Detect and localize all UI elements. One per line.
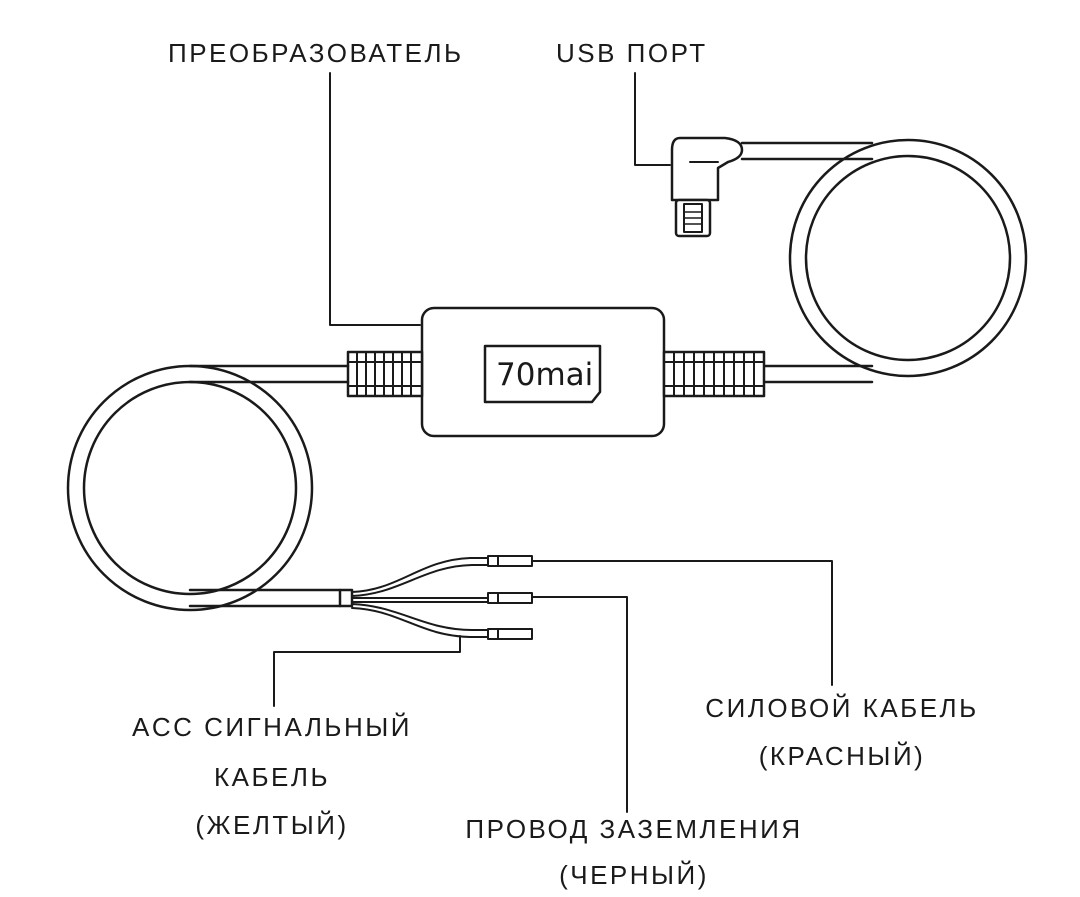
converter-box-drawing — [346, 306, 766, 438]
usb-port-label: USB ПОРТ — [556, 38, 708, 68]
acc-label-line1: ACC СИГНАЛЬНЫЙ — [132, 712, 412, 742]
power-label-line1: СИЛОВОЙ КАБЕЛЬ — [705, 693, 979, 723]
power-leader-line — [531, 560, 833, 686]
left-cable — [66, 364, 354, 612]
power-label-line2: (КРАСНЫЙ) — [758, 741, 926, 771]
converter-label: ПРЕОБРАЗОВАТЕЛЬ — [168, 38, 464, 68]
split-wires — [351, 555, 533, 640]
usb-connector-drawing — [670, 136, 744, 238]
acc-leader-line — [273, 635, 461, 707]
ground-label-line1: ПРОВОД ЗАЗЕМЛЕНИЯ — [465, 814, 803, 844]
converter-leader-line — [329, 72, 421, 326]
acc-label-line2: КАБЕЛЬ — [213, 762, 331, 792]
acc-label-line3: (ЖЕЛТЫЙ) — [195, 810, 349, 840]
brand-logo: 70mai — [496, 357, 593, 393]
right-cable — [740, 138, 1028, 384]
ground-leader-line — [531, 596, 628, 813]
usb-leader-line — [634, 72, 671, 166]
ground-label-line2: (ЧЕРНЫЙ) — [559, 860, 709, 890]
